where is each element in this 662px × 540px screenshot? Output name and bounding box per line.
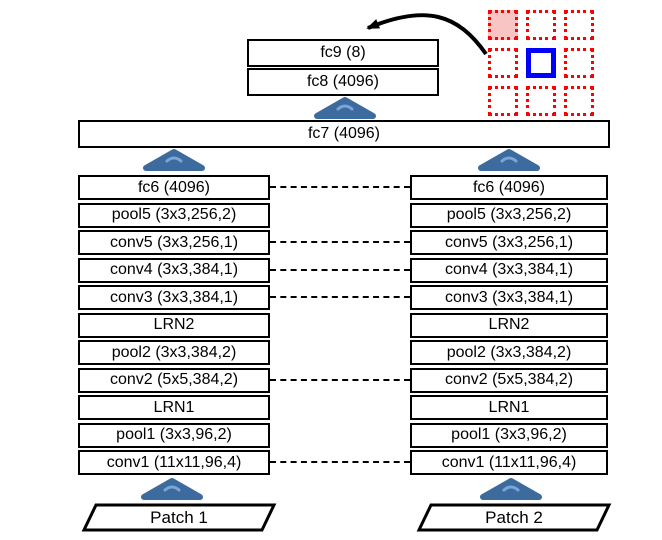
layer-label: pool1 (3x3,96,2) [451, 426, 567, 443]
tower-right: fc6 (4096) pool5 (3x3,256,2) conv5 (3x3,… [410, 175, 608, 478]
grid-cell [526, 86, 556, 116]
layer-label: pool1 (3x3,96,2) [116, 426, 232, 443]
layer-box-right-fc6: fc6 (4096) [410, 175, 608, 200]
layer-box-left-fc6: fc6 (4096) [78, 175, 270, 200]
grid-cell [564, 48, 594, 78]
weight-sharing-dash [270, 268, 410, 271]
patch1-label: Patch 1 [150, 508, 208, 527]
layer-label: conv4 (3x3,384,1) [109, 261, 239, 278]
grid-cell [488, 48, 518, 78]
grid-cell [564, 86, 594, 116]
up-arrow-icon [144, 481, 200, 497]
layer-label: pool5 (3x3,256,2) [111, 206, 237, 223]
layer-box-left-conv5: conv5 (3x3,256,1) [78, 230, 270, 255]
layer-label: LRN1 [153, 398, 195, 416]
layer-label: conv3 (3x3,384,1) [109, 288, 239, 306]
layer-box-right-conv5: conv5 (3x3,256,1) [410, 230, 608, 255]
layer-box-left-conv2: conv2 (5x5,384,2) [78, 367, 270, 393]
layer-box-right-conv3: conv3 (3x3,384,1) [410, 285, 608, 310]
up-arrow-icon [317, 100, 373, 116]
layer-label: fc6 (4096) [137, 178, 211, 196]
layer-box-left-pool1: pool1 (3x3,96,2) [78, 422, 270, 448]
grid-cell-sampled [488, 10, 518, 40]
weight-sharing-dash [270, 296, 410, 299]
layer-label: conv5 (3x3,256,1) [444, 233, 574, 251]
layer-box-left-lrn2: LRN2 [78, 312, 270, 338]
weight-sharing-dash [270, 241, 410, 244]
layer-label-fc9: fc9 (8) [320, 44, 366, 61]
layer-label: conv3 (3x3,384,1) [444, 288, 574, 306]
layer-box-right-lrn2: LRN2 [410, 312, 608, 338]
grid-cell-center [526, 48, 556, 78]
layer-label-fc8: fc8 (4096) [306, 73, 380, 90]
layer-label: conv1 (11x11,96,4) [441, 453, 577, 471]
up-arrow-icon [146, 152, 202, 168]
grid-cell [564, 10, 594, 40]
layer-label: pool2 (3x3,384,2) [446, 343, 572, 361]
layer-box-right-conv4: conv4 (3x3,384,1) [410, 257, 608, 283]
grid-cell [488, 86, 518, 116]
patch2-label: Patch 2 [485, 508, 543, 527]
layer-box-right-pool1: pool1 (3x3,96,2) [410, 422, 608, 448]
layer-label: LRN1 [488, 398, 530, 416]
layer-label: LRN2 [153, 316, 195, 333]
layer-label: conv2 (5x5,384,2) [444, 371, 574, 388]
layer-box-left-pool5: pool5 (3x3,256,2) [78, 202, 270, 228]
layer-label: pool2 (3x3,384,2) [111, 343, 237, 361]
layer-label: conv4 (3x3,384,1) [444, 261, 574, 278]
layer-label: conv5 (3x3,256,1) [109, 233, 239, 251]
layer-box-left-conv1: conv1 (11x11,96,4) [78, 450, 270, 475]
layer-box-right-conv2: conv2 (5x5,384,2) [410, 367, 608, 393]
layer-box-left-conv3: conv3 (3x3,384,1) [78, 285, 270, 310]
layer-label: conv2 (5x5,384,2) [109, 371, 239, 388]
layer-label: LRN2 [488, 316, 530, 333]
layer-box-right-lrn1: LRN1 [410, 395, 608, 420]
layer-box-left-pool2: pool2 (3x3,384,2) [78, 340, 270, 365]
tower-left: fc6 (4096) pool5 (3x3,256,2) conv5 (3x3,… [78, 175, 270, 478]
layer-box-right-conv1: conv1 (11x11,96,4) [410, 450, 608, 475]
weight-sharing-dash [270, 186, 410, 189]
layer-box-fc7: fc7 (4096) [78, 120, 610, 148]
up-arrow-icon [483, 481, 539, 497]
grid-cell [526, 10, 556, 40]
layer-box-fc8: fc8 (4096) [247, 68, 439, 96]
layer-box-fc9: fc9 (8) [247, 39, 439, 67]
layer-box-left-conv4: conv4 (3x3,384,1) [78, 257, 270, 283]
layer-label: pool5 (3x3,256,2) [446, 206, 572, 223]
layer-label: fc6 (4096) [472, 178, 546, 196]
layer-box-right-pool5: pool5 (3x3,256,2) [410, 202, 608, 228]
weight-sharing-dash [270, 378, 410, 381]
layer-box-right-pool2: pool2 (3x3,384,2) [410, 340, 608, 365]
weight-sharing-dash [270, 461, 410, 464]
layer-box-left-lrn1: LRN1 [78, 395, 270, 420]
layer-label-fc7: fc7 (4096) [307, 125, 381, 142]
up-arrow-icon [481, 152, 537, 168]
layer-label: conv1 (11x11,96,4) [106, 453, 242, 471]
